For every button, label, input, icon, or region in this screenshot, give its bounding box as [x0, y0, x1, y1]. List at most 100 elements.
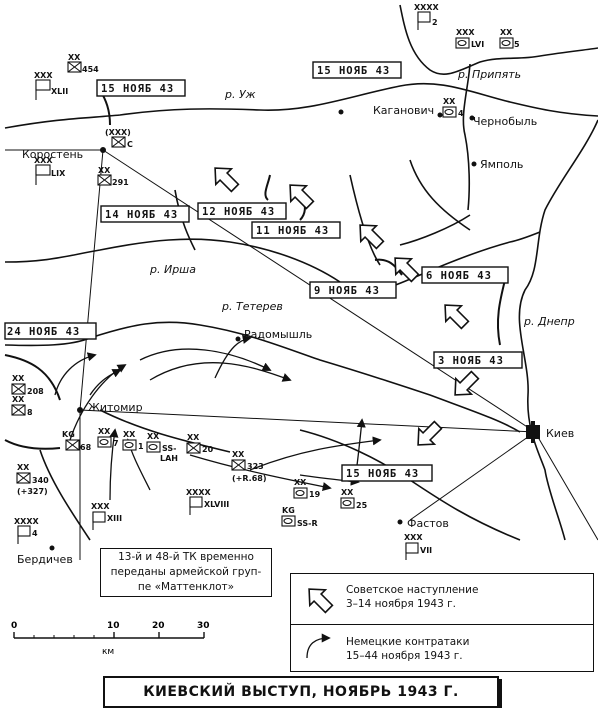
- river-small1: [174, 189, 196, 251]
- unit-label: 25: [356, 501, 368, 510]
- echelon-mark: XX: [232, 450, 245, 459]
- echelon-mark: KG: [62, 430, 75, 439]
- soviet-arrow: [359, 224, 385, 250]
- unit-label: 20: [202, 445, 214, 454]
- echelon-mark: XX: [187, 433, 200, 442]
- unit-label: 2: [432, 18, 438, 27]
- date-label: 12 НОЯБ 43: [202, 206, 275, 218]
- unit-label: 4: [32, 529, 38, 538]
- echelon-mark: XX: [500, 28, 513, 37]
- echelon-mark: XX: [294, 478, 307, 487]
- counterattack-arrow: [214, 334, 252, 379]
- unit-label: 323: [247, 462, 264, 471]
- legend-soviet-line1: Советское наступление: [346, 584, 479, 596]
- scale-bar: 0 10 20 30 км: [11, 621, 210, 657]
- city-dot-radomyshl: [235, 336, 241, 342]
- unit-label: XLII: [51, 87, 68, 96]
- river-small4: [399, 214, 471, 246]
- echelon-mark: XX: [12, 374, 25, 383]
- map-title: КИЕВСКИЙ ВЫСТУП, НОЯБРЬ 1943 Г.: [103, 676, 499, 708]
- date-label: 15 НОЯБ 43: [346, 468, 419, 480]
- unit-label: LVI: [471, 40, 484, 49]
- legend-soviet-line2: 3–14 ноября 1943 г.: [346, 598, 456, 610]
- city-dot-chernobyl: [469, 115, 475, 121]
- city-dot-korosten: [100, 147, 106, 153]
- note-line: переданы армейской груп-: [110, 566, 262, 578]
- river-small3: [409, 159, 471, 231]
- unit-label: 19: [309, 490, 321, 499]
- city-label-berdichev: Бердичев: [17, 553, 73, 566]
- echelon-mark: XX: [17, 463, 30, 472]
- soviet-arrow: [444, 304, 470, 330]
- counterattack-arrow: [189, 454, 332, 492]
- river-label-irsha: р. Ирша: [149, 263, 196, 276]
- date-label: 15 НОЯБ 43: [101, 83, 174, 95]
- echelon-mark: XXX: [34, 156, 53, 165]
- city-dot-fastov: [397, 519, 403, 525]
- unit-label: VII: [420, 546, 432, 555]
- soviet-arrow: [454, 370, 480, 396]
- river-label-pripyat: р. Припять: [457, 68, 521, 81]
- soviet-arrow: [289, 184, 315, 210]
- unit-label: LAH: [160, 454, 178, 463]
- german-counterattack-legend-icon: [306, 633, 331, 659]
- transfer-note: 13-й и 48-й ТК временно переданы армейск…: [100, 548, 272, 597]
- counterattack-arrow: [89, 369, 122, 396]
- echelon-mark: XXXX: [414, 3, 440, 12]
- date-label: 9 НОЯБ 43: [314, 285, 380, 297]
- river-small2: [349, 174, 381, 266]
- unit-label: 340: [32, 476, 49, 485]
- echelon-mark: XX: [443, 97, 456, 106]
- city-dot-kaganovich: [437, 112, 443, 118]
- scale-tick-label: 30: [197, 621, 210, 631]
- cities: [49, 109, 540, 551]
- echelon-mark: XXXX: [186, 488, 212, 497]
- date-label: 6 НОЯБ 43: [426, 270, 492, 282]
- scale-tick-label: 10: [107, 621, 120, 631]
- river-label-dnepr: р. Днепр: [523, 315, 575, 328]
- date-label: 3 НОЯБ 43: [438, 355, 504, 367]
- unit-label: 291: [112, 178, 129, 187]
- scale-unit-label: км: [102, 647, 114, 657]
- unit-label: LIX: [51, 169, 66, 178]
- echelon-mark: KG: [282, 506, 295, 515]
- unit-label: SS-R: [297, 519, 318, 528]
- city-label-radomyshl: Радомышль: [244, 328, 312, 341]
- date-label: 15 НОЯБ 43: [317, 65, 390, 77]
- counterattack-arrow: [109, 428, 119, 501]
- rivers: [4, 4, 598, 541]
- note-line: пе «Маттенклот»: [137, 581, 235, 593]
- scale-tick-label: 20: [152, 621, 165, 631]
- unit-label: 1: [138, 442, 144, 451]
- city-label-kiev: Киев: [546, 427, 574, 440]
- city-label-fastov: Фастов: [407, 517, 449, 530]
- soviet-arrow: [417, 420, 443, 446]
- soviet-offensive-legend-icon: [308, 588, 334, 614]
- unit-label: XIII: [107, 514, 122, 523]
- unit-label: 5: [514, 40, 520, 49]
- unit-label: 208: [27, 387, 44, 396]
- german-counterattacks: [54, 334, 382, 501]
- echelon-mark: XXXX: [14, 517, 40, 526]
- unit-label: 7: [113, 439, 119, 448]
- city-dot-yampol: [471, 161, 477, 167]
- unit-label: 8: [27, 408, 33, 417]
- unit-label: (+327): [17, 487, 48, 496]
- river-pripyat: [399, 4, 598, 75]
- legend-german-line2: 15–44 ноября 1943 г.: [346, 650, 463, 662]
- city-label-kaganovich: Каганович: [373, 104, 434, 117]
- river-small7: [99, 409, 231, 453]
- echelon-mark: XXX: [456, 28, 475, 37]
- river-labels: р. Уж р. Припять р. Ирша р. Тетерев р. Д…: [149, 68, 575, 328]
- river-label-uzh: р. Уж: [224, 88, 256, 101]
- city-dot-unnamed: [338, 109, 344, 115]
- unit-label: 454: [82, 65, 99, 74]
- scale-tick-label: 0: [11, 621, 17, 631]
- city-dot-zhitomir: [77, 407, 83, 413]
- city-label-yampol: Ямполь: [480, 158, 523, 171]
- soviet-offensive-arrows: [214, 167, 480, 446]
- echelon-mark: XX: [147, 432, 160, 441]
- river-irsha: [4, 231, 541, 292]
- date-label: 24 НОЯБ 43: [7, 326, 80, 338]
